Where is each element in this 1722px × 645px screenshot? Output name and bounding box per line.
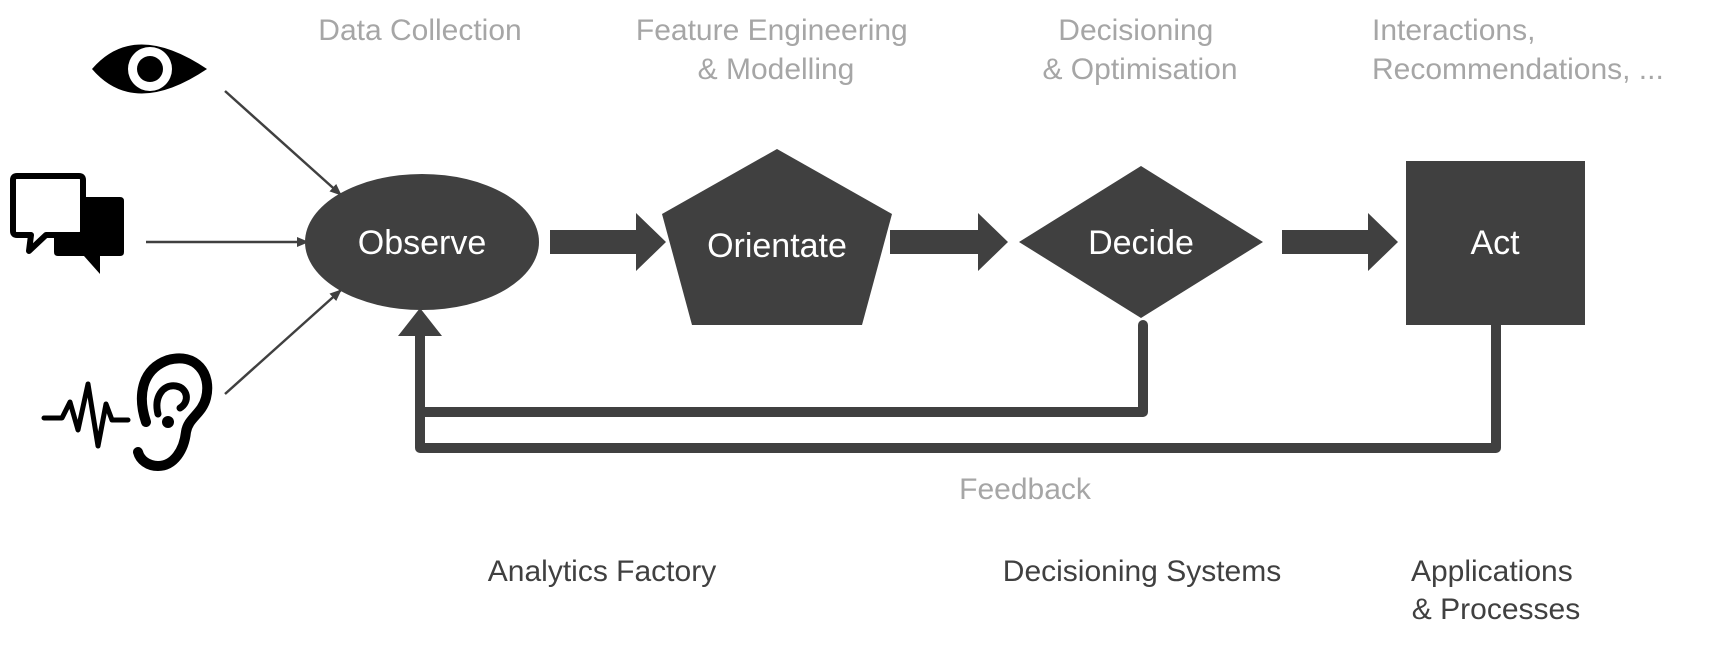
act-node: Act [1406, 161, 1585, 325]
orientate-label: Orientate [707, 227, 847, 265]
ear-soundwave-icon [41, 353, 213, 472]
stage-label-feature-engineering: Feature Engineering & Modelling [636, 14, 916, 86]
feedback-loop-act [415, 317, 1501, 453]
group-label-decisioning-systems: Decisioning Systems [1003, 555, 1281, 588]
stage-label-decisioning: Decisioning & Optimisation [1042, 14, 1237, 86]
stage-label-data-collection: Data Collection [318, 14, 521, 47]
flow-arrow-orientate-decide [890, 213, 1008, 271]
decide-node: Decide [1019, 166, 1263, 318]
flow-arrow-observe-orientate [550, 213, 666, 271]
feedback-loop-decide [415, 317, 1148, 417]
act-label: Act [1470, 224, 1520, 262]
orientate-node: Orientate [662, 149, 892, 325]
chat-bubbles-icon [10, 173, 124, 274]
group-label-analytics-factory: Analytics Factory [488, 555, 716, 588]
feedback-arrowhead [398, 308, 442, 336]
observe-node: Observe [305, 174, 539, 310]
observe-label: Observe [358, 224, 487, 262]
group-label-applications: Applications & Processes [1411, 555, 1581, 626]
eye-input-arrow [224, 90, 342, 196]
stage-label-interactions: Interactions, Recommendations, ... [1372, 14, 1664, 86]
decide-label: Decide [1088, 224, 1194, 262]
ear-input-arrow [224, 289, 342, 395]
eye-icon [92, 44, 207, 94]
flow-arrow-decide-act [1282, 213, 1398, 271]
feedback-label: Feedback [959, 473, 1092, 506]
